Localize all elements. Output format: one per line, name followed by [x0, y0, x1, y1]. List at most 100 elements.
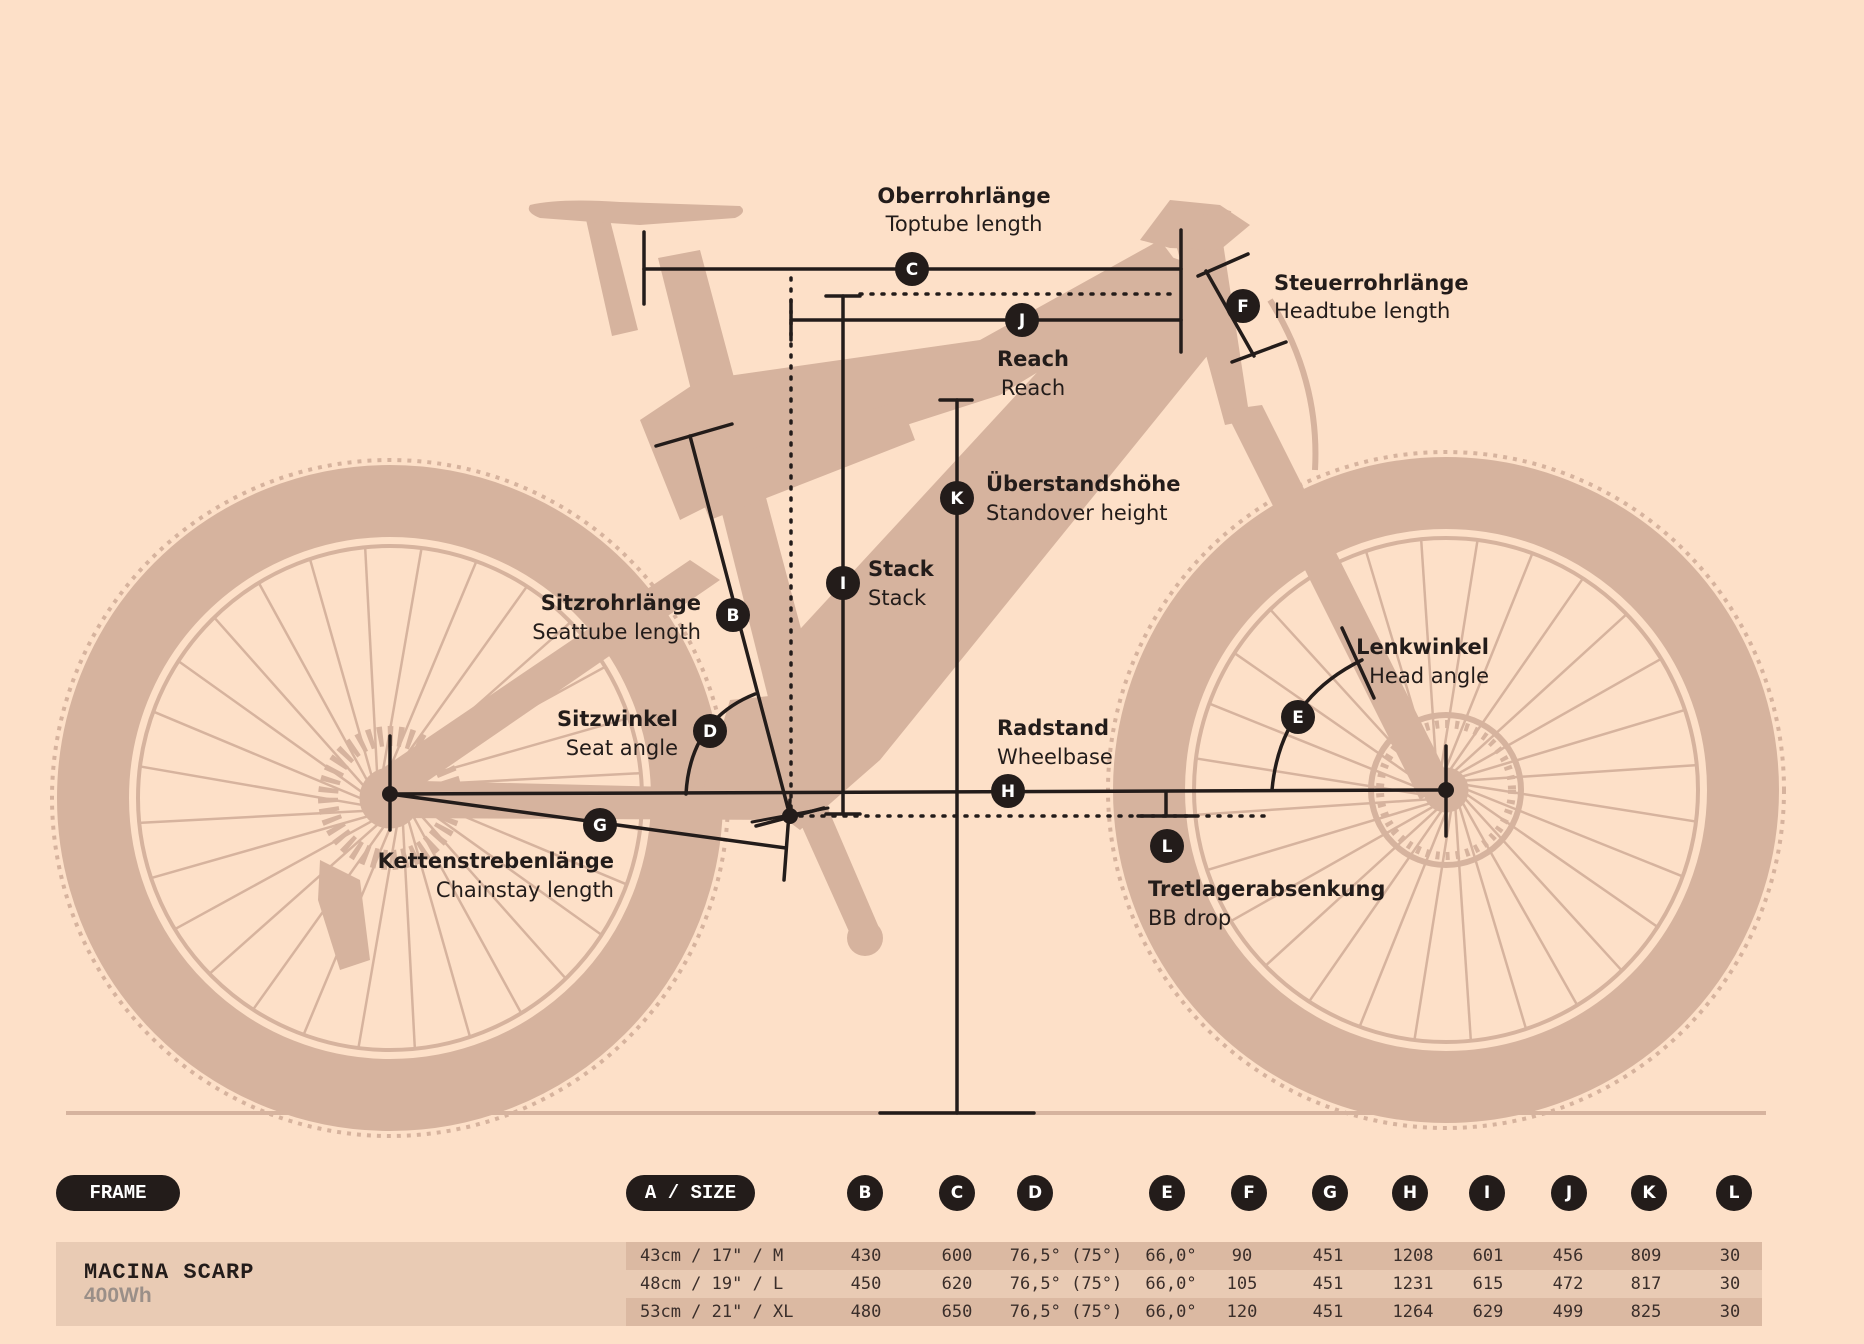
value-cell-f: 105: [1226, 1274, 1258, 1294]
value-cell-k: 825: [1630, 1302, 1662, 1322]
column-header-d: D: [1017, 1175, 1053, 1211]
wheelbase-label-de: Radstand: [997, 716, 1109, 740]
wheel-spoke: [418, 803, 603, 936]
column-header-f: F: [1231, 1175, 1267, 1211]
svg-text:J: J: [1018, 311, 1025, 331]
value-cell-k: 809: [1630, 1246, 1662, 1266]
seatangle-label-en: Seat angle: [566, 736, 678, 760]
wheel-spoke: [1449, 577, 1584, 770]
model-name: MACINA SCARP: [84, 1260, 255, 1285]
wheel-spoke: [1264, 808, 1438, 967]
value-cell-e: 66,0°: [1145, 1302, 1197, 1322]
headtube-label-de: Steuerrohrlänge: [1274, 271, 1469, 295]
chainstay-label-en: Chainstay length: [436, 878, 614, 902]
bike-frame: [318, 200, 1450, 970]
value-cell-i: 601: [1472, 1246, 1504, 1266]
wheel-spoke: [1467, 788, 1684, 878]
table-row: 43cm / 17" / M 430 600 76,5° (75°) 66,0° 90 45…: [626, 1242, 1762, 1270]
value-cell-e: 66,0°: [1145, 1246, 1197, 1266]
column-header-e: E: [1149, 1175, 1185, 1211]
value-cell-f: 90: [1231, 1246, 1253, 1266]
column-header-k: K: [1631, 1175, 1667, 1211]
wheel-spoke: [1466, 793, 1659, 928]
wheel-spoke: [1230, 806, 1433, 923]
letter-badge-h: H: [991, 774, 1025, 808]
wheelbase-label-en: Wheelbase: [997, 745, 1113, 769]
frame-pill: FRAME: [56, 1175, 180, 1211]
svg-text:E: E: [1292, 708, 1304, 728]
size-cell: 43cm / 17" / M: [640, 1246, 784, 1266]
letter-badge-j: J: [1005, 303, 1039, 337]
wheel-spoke: [1233, 652, 1426, 787]
wheel-spoke: [1467, 783, 1697, 823]
wheel-spoke: [1454, 613, 1628, 772]
svg-text:H: H: [1001, 782, 1015, 802]
wheel-spoke: [1419, 539, 1438, 771]
seatangle-label-de: Sitzwinkel: [557, 707, 678, 731]
stack-label-de: Stack: [868, 557, 935, 581]
wheel-spoke: [1464, 798, 1623, 972]
letter-badge-k: K: [940, 481, 974, 515]
value-cell-c: 650: [941, 1302, 973, 1322]
wheel-spoke: [363, 547, 379, 772]
wheel-spoke: [1465, 763, 1697, 782]
wheel-spoke: [1308, 810, 1443, 1003]
front-axle-dot: [1438, 782, 1454, 798]
value-cell-b: 450: [850, 1274, 882, 1294]
wheel-spoke: [1462, 803, 1579, 1006]
wheel-spoke: [388, 560, 478, 769]
chainstay-label-de: Kettenstrebenlänge: [378, 849, 614, 873]
standover-label-en: Standover height: [986, 501, 1168, 525]
wheel-spoke: [1206, 802, 1430, 872]
letter-badge-b: B: [716, 598, 750, 632]
bbdrop-label-de: Tretlagerabsenkung: [1148, 877, 1385, 901]
svg-text:I: I: [840, 574, 846, 594]
bbdrop-label-en: BB drop: [1148, 906, 1231, 930]
letter-badge-c: C: [895, 252, 929, 286]
value-cell-j: 472: [1552, 1274, 1584, 1294]
value-cell-l: 30: [1719, 1302, 1741, 1322]
wheel-spoke: [1208, 702, 1425, 792]
value-cell-l: 30: [1719, 1274, 1741, 1294]
value-cell-i: 615: [1472, 1274, 1504, 1294]
wheel-spoke: [407, 821, 472, 1038]
letter-badge-g: G: [583, 808, 617, 842]
value-cell-j: 499: [1552, 1302, 1584, 1322]
standover-label-de: Überstandshöhe: [986, 471, 1180, 496]
wheel-spoke: [208, 824, 378, 975]
model-battery: 400Wh: [84, 1284, 152, 1307]
column-header-i: I: [1469, 1175, 1505, 1211]
svg-text:B: B: [727, 606, 740, 626]
wheel-spoke: [357, 827, 398, 1049]
toptube-label-en: Toptube length: [885, 212, 1043, 236]
wheel-spoke: [1413, 811, 1453, 1041]
value-cell-h: 1231: [1392, 1274, 1434, 1294]
value-cell-c: 600: [941, 1246, 973, 1266]
value-cell-c: 620: [941, 1274, 973, 1294]
column-header-h: H: [1392, 1175, 1428, 1211]
value-cell-g: 451: [1312, 1274, 1344, 1294]
size-cell: 53cm / 21" / XL: [640, 1302, 794, 1322]
value-cell-d: 76,5° (75°): [1009, 1246, 1123, 1266]
column-header-g: G: [1312, 1175, 1348, 1211]
wheel-spoke: [1458, 806, 1528, 1030]
value-cell-h: 1208: [1392, 1246, 1434, 1266]
column-header-l: L: [1716, 1175, 1752, 1211]
value-cell-d: 76,5° (75°): [1009, 1302, 1123, 1322]
stack-label-en: Stack: [868, 586, 927, 610]
svg-text:L: L: [1162, 837, 1173, 857]
rear-axle-dot: [382, 786, 398, 802]
headangle-label-en: Head angle: [1369, 664, 1489, 688]
wheel-spoke: [257, 582, 368, 780]
value-cell-b: 480: [850, 1302, 882, 1322]
value-cell-g: 451: [1312, 1302, 1344, 1322]
value-cell-b: 430: [850, 1246, 882, 1266]
wheel-spoke: [150, 815, 367, 880]
value-cell-j: 456: [1552, 1246, 1584, 1266]
wheel-spoke: [213, 616, 364, 786]
svg-text:G: G: [593, 816, 607, 836]
toptube-label-de: Oberrohrlänge: [877, 184, 1050, 208]
value-cell-l: 30: [1719, 1246, 1741, 1266]
wheel-spoke: [1444, 552, 1534, 769]
wheel-spoke: [1195, 798, 1427, 817]
